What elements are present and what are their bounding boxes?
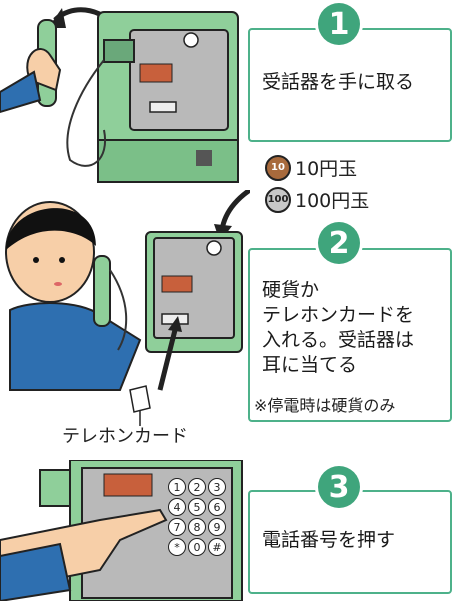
keypad-key-9: 9	[208, 518, 226, 536]
telephone-card-icon	[129, 385, 151, 413]
step-3-badge: 3	[318, 466, 360, 508]
coin-10-label: 10円玉	[295, 158, 358, 180]
step-3-text: 電話番号を押す	[262, 529, 396, 551]
keypad-key-1: 1	[168, 478, 186, 496]
step-2-box	[248, 248, 452, 422]
keypad-key-5: 5	[188, 498, 206, 516]
power-outage-note: ※停電時は硬貨のみ	[254, 396, 396, 415]
coin-100-icon: 100	[265, 186, 291, 213]
payphone-illustration-2	[5, 190, 250, 426]
card-arrow	[157, 325, 179, 391]
coin-10-icon: 10	[265, 154, 291, 181]
keypad-key-6: 6	[208, 498, 226, 516]
keypad-key-8: 8	[188, 518, 206, 536]
coin-100-label: 100円玉	[295, 190, 370, 212]
keypad-key-0: 0	[188, 538, 206, 556]
payphone-illustration-1	[0, 7, 239, 183]
step-3-box	[248, 490, 452, 594]
telephone-card-label: テレホンカード	[62, 426, 188, 447]
coin-10-row: 10 10円玉	[265, 154, 357, 181]
step-2-badge: 2	[318, 222, 360, 264]
coin-arrow	[219, 190, 250, 231]
keypad-key-star: *	[168, 538, 186, 556]
keypad-key-4: 4	[168, 498, 186, 516]
keypad-key-hash: #	[208, 538, 226, 556]
step-1-text: 受話器を手に取る	[262, 71, 415, 93]
step-1-badge: 1	[318, 3, 360, 45]
keypad-key-7: 7	[168, 518, 186, 536]
keypad-key-3: 3	[208, 478, 226, 496]
step-2-text: 硬貨か テレホンカードを 入れる。受話器は 耳に当てる	[262, 279, 415, 376]
keypad-key-2: 2	[188, 478, 206, 496]
coin-100-row: 100 100円玉	[265, 186, 369, 213]
